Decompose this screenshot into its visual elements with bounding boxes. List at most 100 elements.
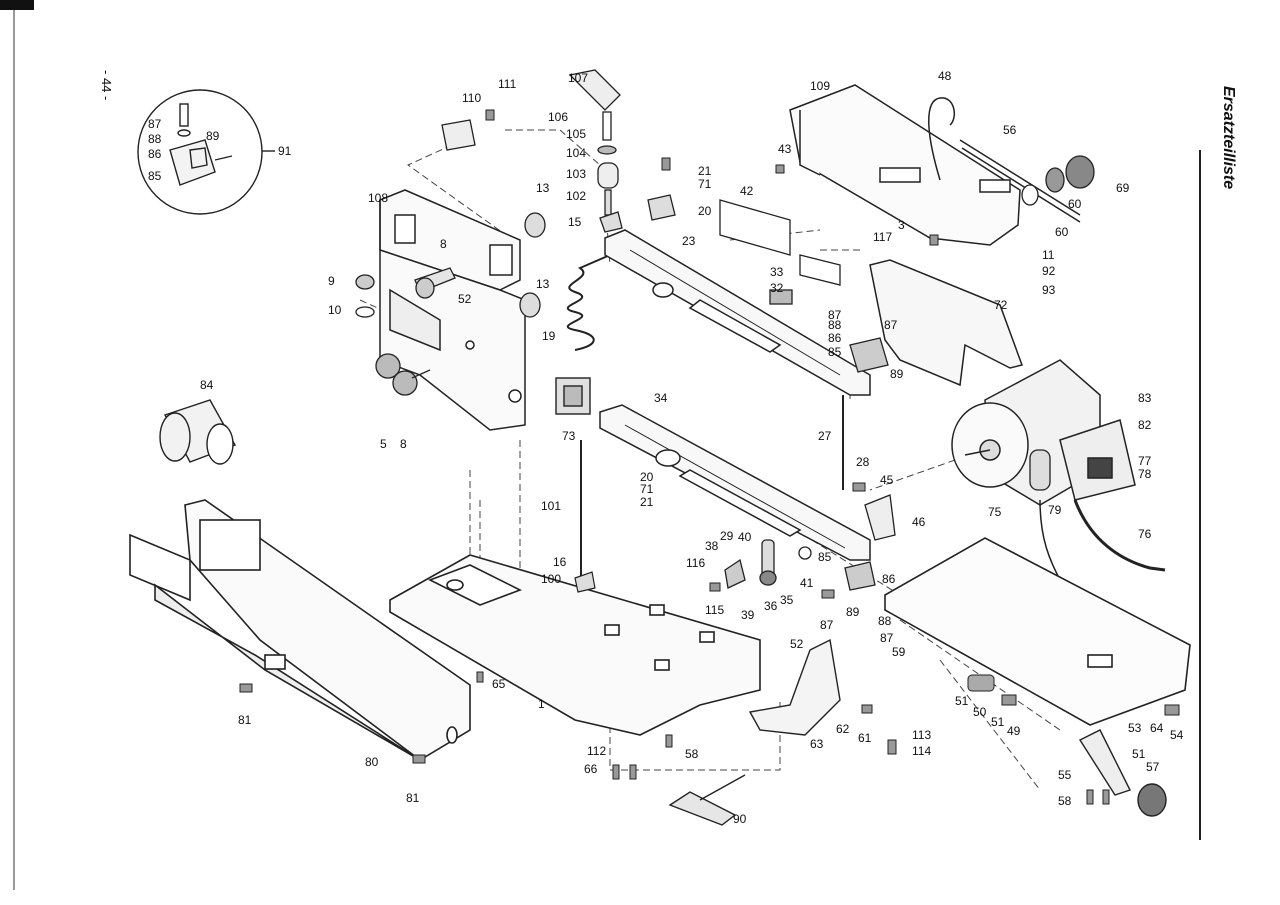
part-label-87: 87 (828, 308, 842, 322)
part-label-89: 89 (206, 129, 220, 143)
part-label-114: 114 (912, 744, 931, 758)
part-label-87: 87 (880, 631, 894, 645)
part-label-69: 69 (1116, 181, 1130, 195)
part-label-8: 8 (400, 437, 407, 451)
part-label-82: 82 (1138, 418, 1152, 432)
part-label-108: 108 (368, 191, 388, 205)
part-label-21: 21 (698, 164, 712, 178)
part-label-32: 32 (770, 281, 784, 295)
part-label-53: 53 (1128, 721, 1142, 735)
part-label-100: 100 (541, 572, 561, 586)
part-label-110: 110 (462, 91, 481, 105)
part-label-51: 51 (991, 715, 1005, 729)
part-label-56: 56 (1003, 123, 1017, 137)
part-label-34: 34 (654, 391, 668, 405)
part-label-20: 20 (640, 470, 654, 484)
part-label-79: 79 (1048, 503, 1062, 517)
part-label-106: 106 (548, 110, 568, 124)
part-label-85: 85 (148, 169, 162, 183)
switch-box-82 (1059, 419, 1136, 501)
shafts-5-8 (375, 267, 456, 396)
part-label-16: 16 (553, 555, 567, 569)
part-label-81: 81 (406, 791, 420, 805)
part-label-77: 77 (1138, 454, 1152, 468)
part-label-87: 87 (884, 318, 898, 332)
part-label-103: 103 (566, 167, 586, 181)
spring-19 (566, 254, 611, 351)
saw-table-53 (884, 537, 1191, 726)
part-label-112: 112 (587, 744, 606, 758)
part-label-50: 50 (973, 705, 987, 719)
part-label-46: 46 (912, 515, 926, 529)
part-label-60: 60 (1068, 197, 1082, 211)
part-label-85: 85 (818, 550, 832, 564)
part-label-42: 42 (740, 184, 754, 198)
part-label-86: 86 (828, 331, 842, 345)
part-label-13: 13 (536, 181, 550, 195)
part-label-93: 93 (1042, 283, 1056, 297)
blower-hose-48 (928, 97, 1081, 223)
part-label-107: 107 (568, 71, 588, 85)
part-label-101: 101 (541, 499, 561, 513)
part-label-115: 115 (705, 603, 724, 617)
part-label-71: 71 (640, 482, 654, 496)
part-label-102: 102 (566, 189, 586, 203)
part-label-78: 78 (1138, 467, 1152, 481)
part-label-15: 15 (568, 215, 582, 229)
part-label-9: 9 (328, 274, 335, 288)
clamp-lower-parts (724, 539, 876, 591)
part-label-63: 63 (810, 737, 824, 751)
bellows-73 (555, 377, 591, 415)
part-label-36: 36 (764, 599, 778, 613)
part-label-87: 87 (148, 117, 162, 131)
part-label-90: 90 (733, 812, 747, 826)
part-label-55: 55 (1058, 768, 1072, 782)
part-label-81: 81 (238, 713, 252, 727)
part-label-62: 62 (836, 722, 850, 736)
part-label-83: 83 (1138, 391, 1152, 405)
part-label-116: 116 (686, 556, 705, 570)
bracket-72 (869, 259, 1023, 387)
part-label-52: 52 (458, 292, 472, 306)
part-label-19: 19 (542, 329, 556, 343)
part-label-20: 20 (698, 204, 712, 218)
part-label-28: 28 (856, 455, 870, 469)
frame-housing-108 (379, 189, 526, 431)
part-label-89: 89 (890, 367, 904, 381)
part-label-11: 11 (1042, 248, 1055, 262)
spring-50 (967, 674, 995, 692)
part-label-35: 35 (780, 593, 794, 607)
part-label-8: 8 (440, 237, 447, 251)
upper-arm-23 (604, 229, 871, 396)
part-label-51: 51 (1132, 747, 1146, 761)
part-label-3: 3 (898, 218, 905, 232)
power-cord-76 (1073, 499, 1166, 572)
tension-parts-102-107 (441, 69, 676, 233)
part-label-54: 54 (1170, 728, 1184, 742)
part-label-85: 85 (828, 345, 842, 359)
part-label-80: 80 (365, 755, 379, 769)
part-label-13: 13 (536, 277, 550, 291)
part-label-105: 105 (566, 127, 586, 141)
part-label-40: 40 (738, 530, 752, 544)
dust-adapter-84 (159, 399, 237, 465)
part-label-64: 64 (1150, 721, 1164, 735)
upper-cover-109 (789, 84, 1021, 246)
part-label-45: 45 (880, 473, 894, 487)
part-label-51: 51 (955, 694, 969, 708)
part-label-88: 88 (148, 132, 162, 146)
label-plates-42 (719, 199, 841, 286)
part-label-66: 66 (584, 762, 598, 776)
part-label-21: 21 (640, 495, 654, 509)
part-label-76: 76 (1138, 527, 1152, 541)
part-label-61: 61 (858, 731, 872, 745)
hex-key-90 (668, 774, 746, 826)
part-label-57: 57 (1146, 760, 1160, 774)
part-label-58: 58 (1058, 794, 1072, 808)
part-label-5: 5 (380, 437, 387, 451)
part-label-39: 39 (741, 608, 755, 622)
part-label-87: 87 (820, 618, 834, 632)
base-1 (389, 554, 761, 736)
